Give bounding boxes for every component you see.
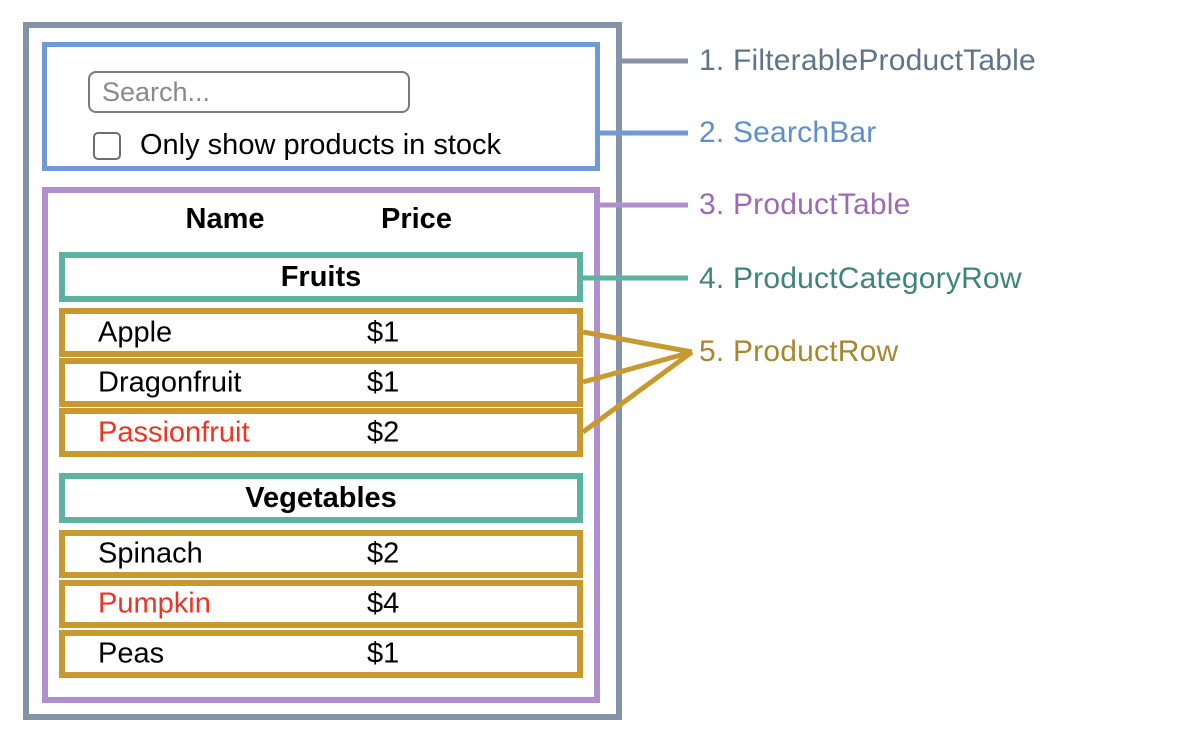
product-name-out-of-stock: Pumpkin (98, 587, 211, 620)
product-price: $2 (367, 416, 400, 448)
product-price: $1 (367, 316, 400, 348)
in-stock-filter: Only show products in stock (93, 129, 501, 162)
category-label: Fruits (280, 260, 362, 293)
category-row-fruits: Fruits (59, 252, 583, 302)
annotation-product-table: 3. ProductTable (699, 188, 911, 221)
product-table-box: Name Price Fruits Apple $1 Dragonfruit $… (42, 187, 600, 703)
product-row-dragonfruit: Dragonfruit $1 (59, 358, 583, 407)
search-input[interactable] (88, 71, 410, 113)
product-row-passionfruit: Passionfruit $2 (59, 408, 583, 457)
product-name-out-of-stock: Passionfruit (98, 416, 250, 448)
product-name: Dragonfruit (98, 366, 242, 398)
product-name: Spinach (98, 537, 203, 570)
product-row-apple: Apple $1 (59, 308, 583, 357)
annotation-product-category-row: 4. ProductCategoryRow (699, 262, 1022, 295)
category-label: Vegetables (245, 481, 397, 514)
product-name: Apple (98, 316, 173, 348)
product-price: $4 (367, 587, 400, 620)
search-bar-box: Only show products in stock (42, 42, 600, 171)
product-price: $1 (367, 366, 400, 398)
category-row-vegetables: Vegetables (59, 473, 583, 523)
annotation-search-bar: 2. SearchBar (699, 116, 877, 149)
in-stock-checkbox[interactable] (93, 131, 121, 160)
product-price: $2 (367, 537, 400, 570)
filterable-product-table-box: Only show products in stock Name Price F… (23, 22, 622, 720)
product-row-spinach: Spinach $2 (59, 530, 583, 578)
annotation-product-row: 5. ProductRow (699, 335, 899, 368)
product-row-peas: Peas $1 (59, 630, 583, 678)
column-header-price: Price (381, 203, 452, 235)
annotation-filterable-product-table: 1. FilterableProductTable (699, 44, 1036, 77)
column-header-name: Name (185, 203, 265, 235)
product-price: $1 (367, 637, 400, 670)
product-name: Peas (98, 637, 165, 670)
product-row-pumpkin: Pumpkin $4 (59, 580, 583, 628)
in-stock-checkbox-label: Only show products in stock (140, 129, 502, 161)
